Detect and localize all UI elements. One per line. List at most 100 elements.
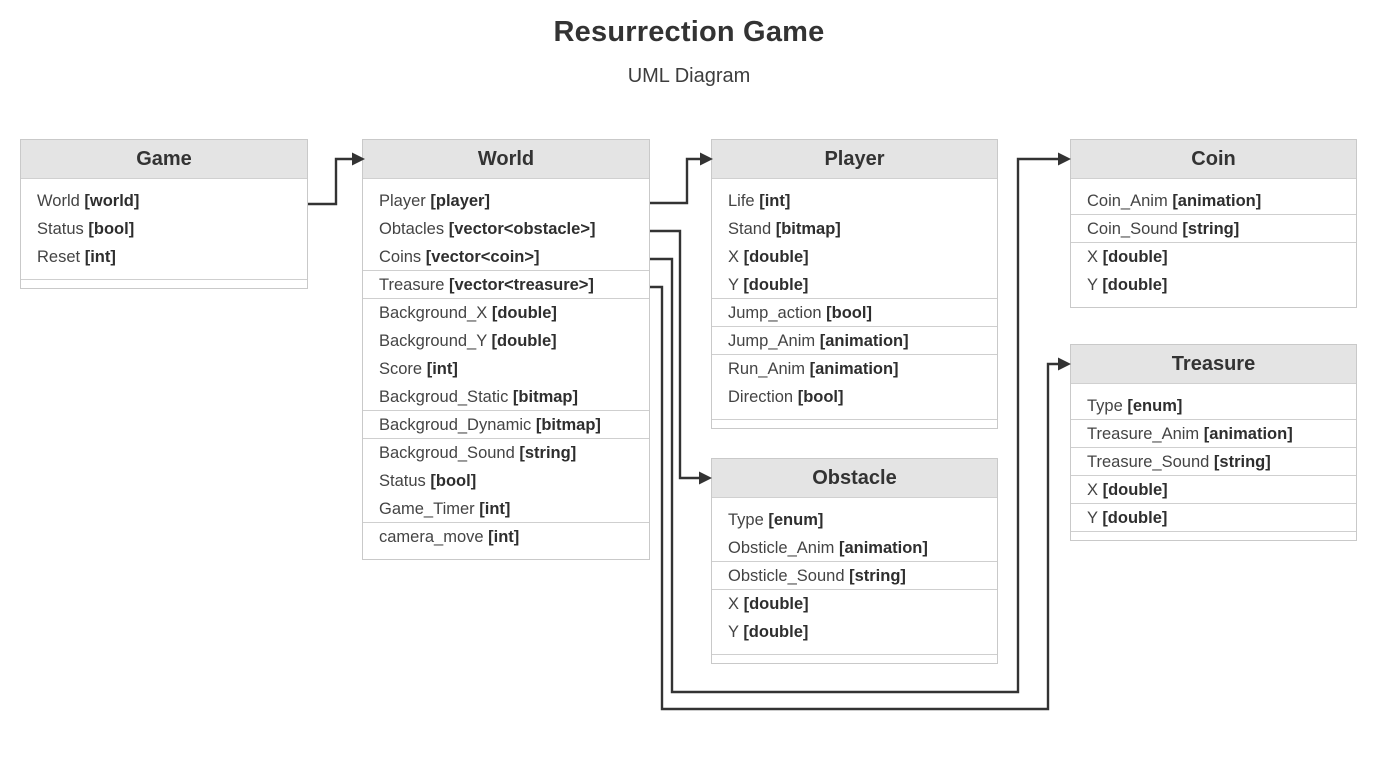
attribute-row: Obsticle_Sound [string] bbox=[712, 562, 997, 590]
attribute-name: Status bbox=[37, 220, 84, 238]
attribute-list: Type [enum]Treasure_Anim [animation]Trea… bbox=[1071, 384, 1356, 540]
attribute-name: Jump_Anim bbox=[728, 332, 816, 350]
attribute-row: Y [double] bbox=[712, 618, 997, 646]
class-title-game: Game bbox=[21, 140, 307, 179]
connector-world-player bbox=[650, 152, 713, 205]
attribute-row: Jump_Anim [animation] bbox=[712, 327, 997, 355]
attribute-type: [int] bbox=[759, 192, 791, 210]
attribute-name: Y bbox=[728, 276, 739, 294]
attribute-name: Status bbox=[379, 472, 426, 490]
attribute-name: Obsticle_Sound bbox=[728, 567, 845, 585]
attribute-type: [double] bbox=[491, 304, 557, 322]
attribute-row: Treasure_Sound [string] bbox=[1071, 448, 1356, 476]
attribute-type: [double] bbox=[1102, 248, 1168, 266]
attribute-type: [string] bbox=[849, 567, 906, 585]
class-title-treasure: Treasure bbox=[1071, 345, 1356, 384]
attribute-type: [double] bbox=[491, 332, 557, 350]
attribute-row: Jump_action [bool] bbox=[712, 299, 997, 327]
attribute-type: [double] bbox=[743, 248, 809, 266]
attribute-row: Treasure [vector<treasure>] bbox=[363, 271, 649, 299]
attribute-name: Jump_action bbox=[728, 304, 822, 322]
attribute-name: Background_Y bbox=[379, 332, 487, 350]
section-divider bbox=[712, 419, 997, 420]
attribute-row: Life [int] bbox=[712, 187, 997, 215]
attribute-type: [animation] bbox=[809, 360, 899, 378]
attribute-row: Obtacles [vector<obstacle>] bbox=[363, 215, 649, 243]
attribute-type: [double] bbox=[743, 276, 809, 294]
attribute-type: [bool] bbox=[826, 304, 872, 322]
attribute-row: Backgroud_Sound [string] bbox=[363, 439, 649, 467]
attribute-type: [bitmap] bbox=[512, 388, 578, 406]
attribute-type: [int] bbox=[84, 248, 116, 266]
attribute-row: X [double] bbox=[712, 243, 997, 271]
attribute-type: [enum] bbox=[768, 511, 824, 529]
attribute-row: Y [double] bbox=[1071, 271, 1356, 299]
attribute-name: Treasure_Anim bbox=[1087, 425, 1200, 443]
attribute-type: [string] bbox=[1213, 453, 1271, 471]
section-divider bbox=[712, 654, 997, 655]
attribute-name: Reset bbox=[37, 248, 81, 266]
attribute-name: Coin_Anim bbox=[1087, 192, 1168, 210]
attribute-type: [animation] bbox=[1172, 192, 1262, 210]
section-divider bbox=[21, 279, 307, 280]
class-title-world: World bbox=[363, 140, 649, 179]
attribute-name: Backgroud_Static bbox=[379, 388, 509, 406]
attribute-name: Backgroud_Dynamic bbox=[379, 416, 532, 434]
attribute-type: [player] bbox=[430, 192, 490, 210]
attribute-row: Background_X [double] bbox=[363, 299, 649, 327]
attribute-type: [enum] bbox=[1127, 397, 1183, 415]
attribute-type: [double] bbox=[743, 623, 809, 641]
attribute-row: X [double] bbox=[1071, 243, 1356, 271]
attribute-name: Game_Timer bbox=[379, 500, 475, 518]
attribute-name: Score bbox=[379, 360, 423, 378]
attribute-row: Game_Timer [int] bbox=[363, 495, 649, 523]
attribute-row: Backgroud_Dynamic [bitmap] bbox=[363, 411, 649, 439]
connector-world-obstacle bbox=[650, 229, 712, 485]
class-title-player: Player bbox=[712, 140, 997, 179]
attribute-list: Player [player]Obtacles [vector<obstacle… bbox=[363, 179, 649, 559]
attribute-name: camera_move bbox=[379, 528, 484, 546]
attribute-row: Status [bool] bbox=[21, 215, 307, 243]
attribute-type: [vector<treasure>] bbox=[449, 276, 594, 294]
attribute-row: Player [player] bbox=[363, 187, 649, 215]
attribute-list: Life [int]Stand [bitmap]X [double]Y [dou… bbox=[712, 179, 997, 428]
class-title-coin: Coin bbox=[1071, 140, 1356, 179]
attribute-type: [animation] bbox=[1203, 425, 1293, 443]
attribute-name: Coins bbox=[379, 248, 422, 266]
attribute-name: Life bbox=[728, 192, 755, 210]
attribute-row: camera_move [int] bbox=[363, 523, 649, 551]
attribute-row: Coin_Anim [animation] bbox=[1071, 187, 1356, 215]
attribute-name: Backgroud_Sound bbox=[379, 444, 515, 462]
attribute-type: [vector<coin>] bbox=[425, 248, 540, 266]
attribute-name: Y bbox=[1087, 276, 1098, 294]
attribute-type: [animation] bbox=[838, 539, 928, 557]
attribute-type: [double] bbox=[1102, 276, 1168, 294]
attribute-row: Status [bool] bbox=[363, 467, 649, 495]
attribute-row: Stand [bitmap] bbox=[712, 215, 997, 243]
attribute-type: [bool] bbox=[797, 388, 844, 406]
attribute-row: Coins [vector<coin>] bbox=[363, 243, 649, 271]
attribute-type: [bool] bbox=[430, 472, 477, 490]
attribute-row: Direction [bool] bbox=[712, 383, 997, 411]
attribute-row: Background_Y [double] bbox=[363, 327, 649, 355]
attribute-row: X [double] bbox=[1071, 476, 1356, 504]
page-subtitle: UML Diagram bbox=[627, 65, 751, 87]
attribute-row: Treasure_Anim [animation] bbox=[1071, 420, 1356, 448]
attribute-row: Reset [int] bbox=[21, 243, 307, 271]
attribute-name: Obtacles bbox=[379, 220, 445, 238]
attribute-row: Y [double] bbox=[1071, 504, 1356, 532]
attribute-row: Score [int] bbox=[363, 355, 649, 383]
attribute-type: [int] bbox=[479, 500, 511, 518]
connector-game-world bbox=[308, 152, 365, 206]
attribute-name: Direction bbox=[728, 388, 794, 406]
attribute-list: Type [enum]Obsticle_Anim [animation]Obst… bbox=[712, 498, 997, 663]
attribute-type: [double] bbox=[1102, 481, 1168, 499]
attribute-list: World [world]Status [bool]Reset [int] bbox=[21, 179, 307, 288]
